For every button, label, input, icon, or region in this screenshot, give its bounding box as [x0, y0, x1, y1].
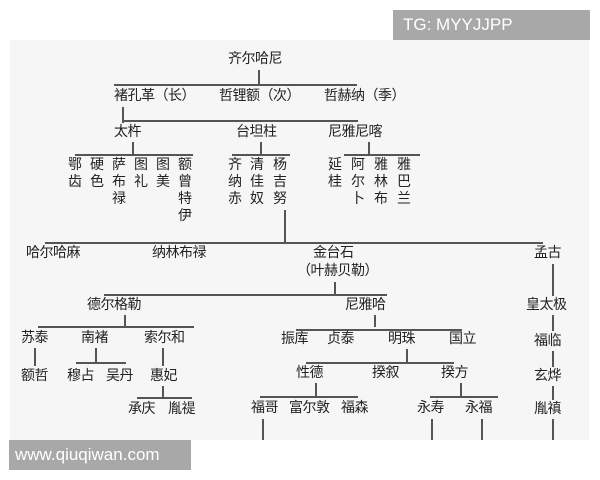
- node-niyanika: 尼雅尼喀: [328, 124, 383, 140]
- node-wudan: 吴丹: [106, 368, 134, 384]
- node-menggu: 孟古: [534, 245, 562, 261]
- node-kuixu: 揆叙: [372, 365, 400, 381]
- connector: [296, 329, 462, 331]
- connector: [132, 142, 134, 154]
- connector: [552, 351, 554, 367]
- connector: [95, 348, 97, 362]
- connector: [431, 419, 433, 440]
- node-huifei: 惠妃: [150, 368, 178, 384]
- connector: [315, 383, 317, 397]
- connector: [122, 107, 124, 123]
- watermark-tg: TG: MYYJJPP: [393, 10, 590, 40]
- connector: [460, 383, 462, 397]
- node-gen1-youngest: 哲赫纳（季）: [324, 88, 406, 104]
- node-qingjianu: 清佳奴: [250, 157, 264, 207]
- connector: [430, 396, 498, 398]
- connector: [260, 396, 358, 398]
- connector: [34, 348, 36, 366]
- node-fuerdun: 富尔敦: [289, 400, 330, 416]
- node-zhentai: 贞泰: [327, 331, 355, 347]
- node-yongshou: 永寿: [417, 400, 445, 416]
- connector: [137, 397, 192, 399]
- connector: [260, 142, 262, 154]
- node-guoli: 国立: [449, 331, 477, 347]
- node-mingzhu: 明珠: [388, 331, 416, 347]
- connector: [76, 362, 126, 364]
- node-yongfu: 永福: [465, 400, 493, 416]
- connector: [552, 315, 554, 331]
- node-suoerhe: 索尔和: [144, 330, 185, 346]
- connector: [368, 142, 370, 154]
- connector: [104, 294, 387, 296]
- node-xuanye: 玄烨: [534, 368, 562, 384]
- connector: [552, 386, 554, 400]
- watermark-url: www.qiuqiwan.com: [9, 440, 191, 470]
- node-niyaha: 尼雅哈: [345, 297, 386, 313]
- node-qinachi: 齐纳赤: [228, 157, 242, 207]
- connector: [481, 419, 483, 440]
- node-gen1-eldest: 褚孔革（长）: [114, 88, 196, 104]
- connector: [406, 349, 408, 363]
- node-fulin: 福临: [534, 333, 562, 349]
- node-sutai: 苏泰: [21, 330, 49, 346]
- node-taichu: 太杵: [114, 124, 142, 140]
- connector: [38, 326, 194, 328]
- connector: [344, 154, 420, 156]
- node-echi: 鄂齿: [68, 157, 82, 190]
- connector: [124, 315, 126, 327]
- node-yingse: 硬色: [90, 157, 104, 190]
- node-haerhama: 哈尔哈麻: [26, 245, 81, 261]
- connector: [552, 419, 554, 440]
- node-muzhan: 穆占: [67, 368, 95, 384]
- connector: [162, 386, 164, 398]
- connector: [45, 242, 543, 244]
- family-tree-diagram: 齐尔哈尼 褚孔革（长） 哲锂额（次） 哲赫纳（季） 太杵 台坦柱 尼雅尼喀 鄂齿…: [10, 40, 589, 440]
- node-yabalan: 雅巴兰: [397, 157, 411, 207]
- node-root: 齐尔哈尼: [228, 51, 283, 67]
- node-huangtaiji: 皇太极: [526, 297, 567, 313]
- node-kuifang: 揆方: [441, 365, 469, 381]
- node-yehe-beile: （叶赫贝勒）: [297, 263, 379, 279]
- connector: [284, 210, 286, 242]
- connector: [552, 264, 554, 296]
- node-chengqing: 承庆: [128, 401, 156, 417]
- node-yangui: 延桂: [328, 157, 342, 190]
- node-yangjinu: 杨吉努: [273, 157, 287, 207]
- node-tuli: 图礼: [134, 157, 148, 190]
- node-tumei: 图美: [156, 157, 170, 190]
- node-yinzhen: 胤禛: [534, 401, 562, 417]
- connector: [124, 120, 358, 122]
- node-ezhe: 额哲: [21, 368, 49, 384]
- node-nalinbulu: 纳林布禄: [152, 245, 207, 261]
- node-taitanzhu: 台坦柱: [236, 124, 277, 140]
- node-xingde: 性德: [296, 365, 324, 381]
- node-sabulu: 萨布禄: [112, 157, 126, 207]
- node-fusen: 福森: [341, 400, 369, 416]
- node-aerbu: 阿尔卜: [351, 157, 365, 207]
- node-yinti: 胤禔: [168, 401, 196, 417]
- connector: [114, 84, 357, 86]
- connector: [262, 419, 264, 440]
- connector: [258, 70, 260, 84]
- connector: [232, 154, 290, 156]
- connector: [374, 315, 376, 327]
- node-yalinbu: 雅林布: [374, 157, 388, 207]
- connector: [334, 282, 336, 296]
- connector: [162, 348, 164, 366]
- connector: [306, 362, 454, 364]
- node-jintaishi: 金台石: [313, 245, 354, 261]
- node-gen1-second: 哲锂额（次）: [219, 88, 301, 104]
- node-nanchu: 南褚: [81, 330, 109, 346]
- node-zhenku: 振库: [281, 331, 309, 347]
- node-fuge: 福哥: [251, 400, 279, 416]
- node-ezengteyi: 额曾特伊: [178, 157, 192, 224]
- node-deergele: 德尔格勒: [87, 297, 142, 313]
- connector: [75, 154, 193, 156]
